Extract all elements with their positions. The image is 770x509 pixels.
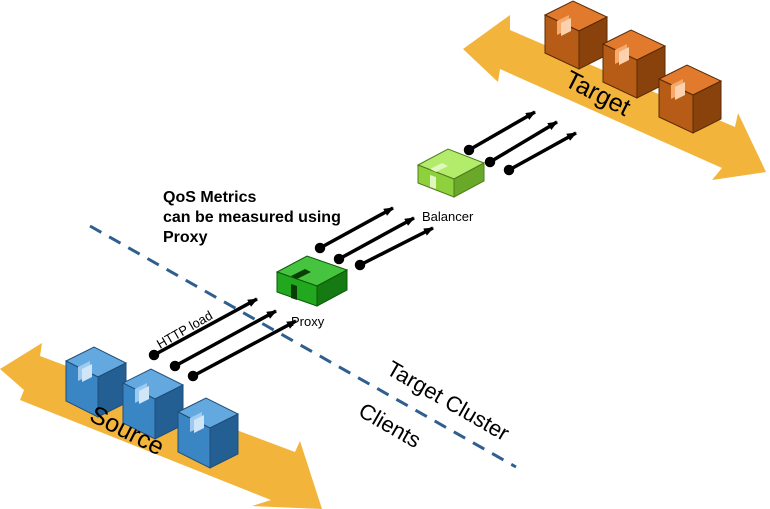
balancer-target-arrows bbox=[463, 110, 577, 176]
proxy-label: Proxy bbox=[291, 314, 325, 329]
orange-box-icon bbox=[601, 29, 667, 99]
target-band bbox=[463, 15, 766, 180]
qos-line-3: Proxy bbox=[163, 229, 208, 246]
blue-box-icon bbox=[64, 346, 128, 418]
blue-box-icon bbox=[176, 397, 240, 469]
green-box-icon bbox=[275, 255, 349, 307]
http-load-arrows bbox=[148, 297, 297, 382]
target-nodes bbox=[543, 0, 723, 134]
proxy-balancer-arrows bbox=[314, 206, 434, 271]
qos-note: QoS Metrics can be measured using Proxy bbox=[163, 189, 341, 246]
orange-box-icon bbox=[543, 0, 609, 70]
orange-box-icon bbox=[657, 64, 723, 134]
qos-line-2: can be measured using bbox=[163, 209, 341, 226]
http-load-label: HTTP load bbox=[154, 308, 215, 352]
cluster-boundary-line bbox=[89, 224, 517, 469]
blue-box-icon bbox=[121, 368, 185, 440]
light-green-box-icon bbox=[416, 148, 486, 198]
balancer-label: Balancer bbox=[422, 209, 474, 224]
clients-label: Clients bbox=[355, 398, 426, 453]
qos-line-1: QoS Metrics bbox=[163, 189, 256, 206]
source-nodes bbox=[64, 346, 240, 469]
